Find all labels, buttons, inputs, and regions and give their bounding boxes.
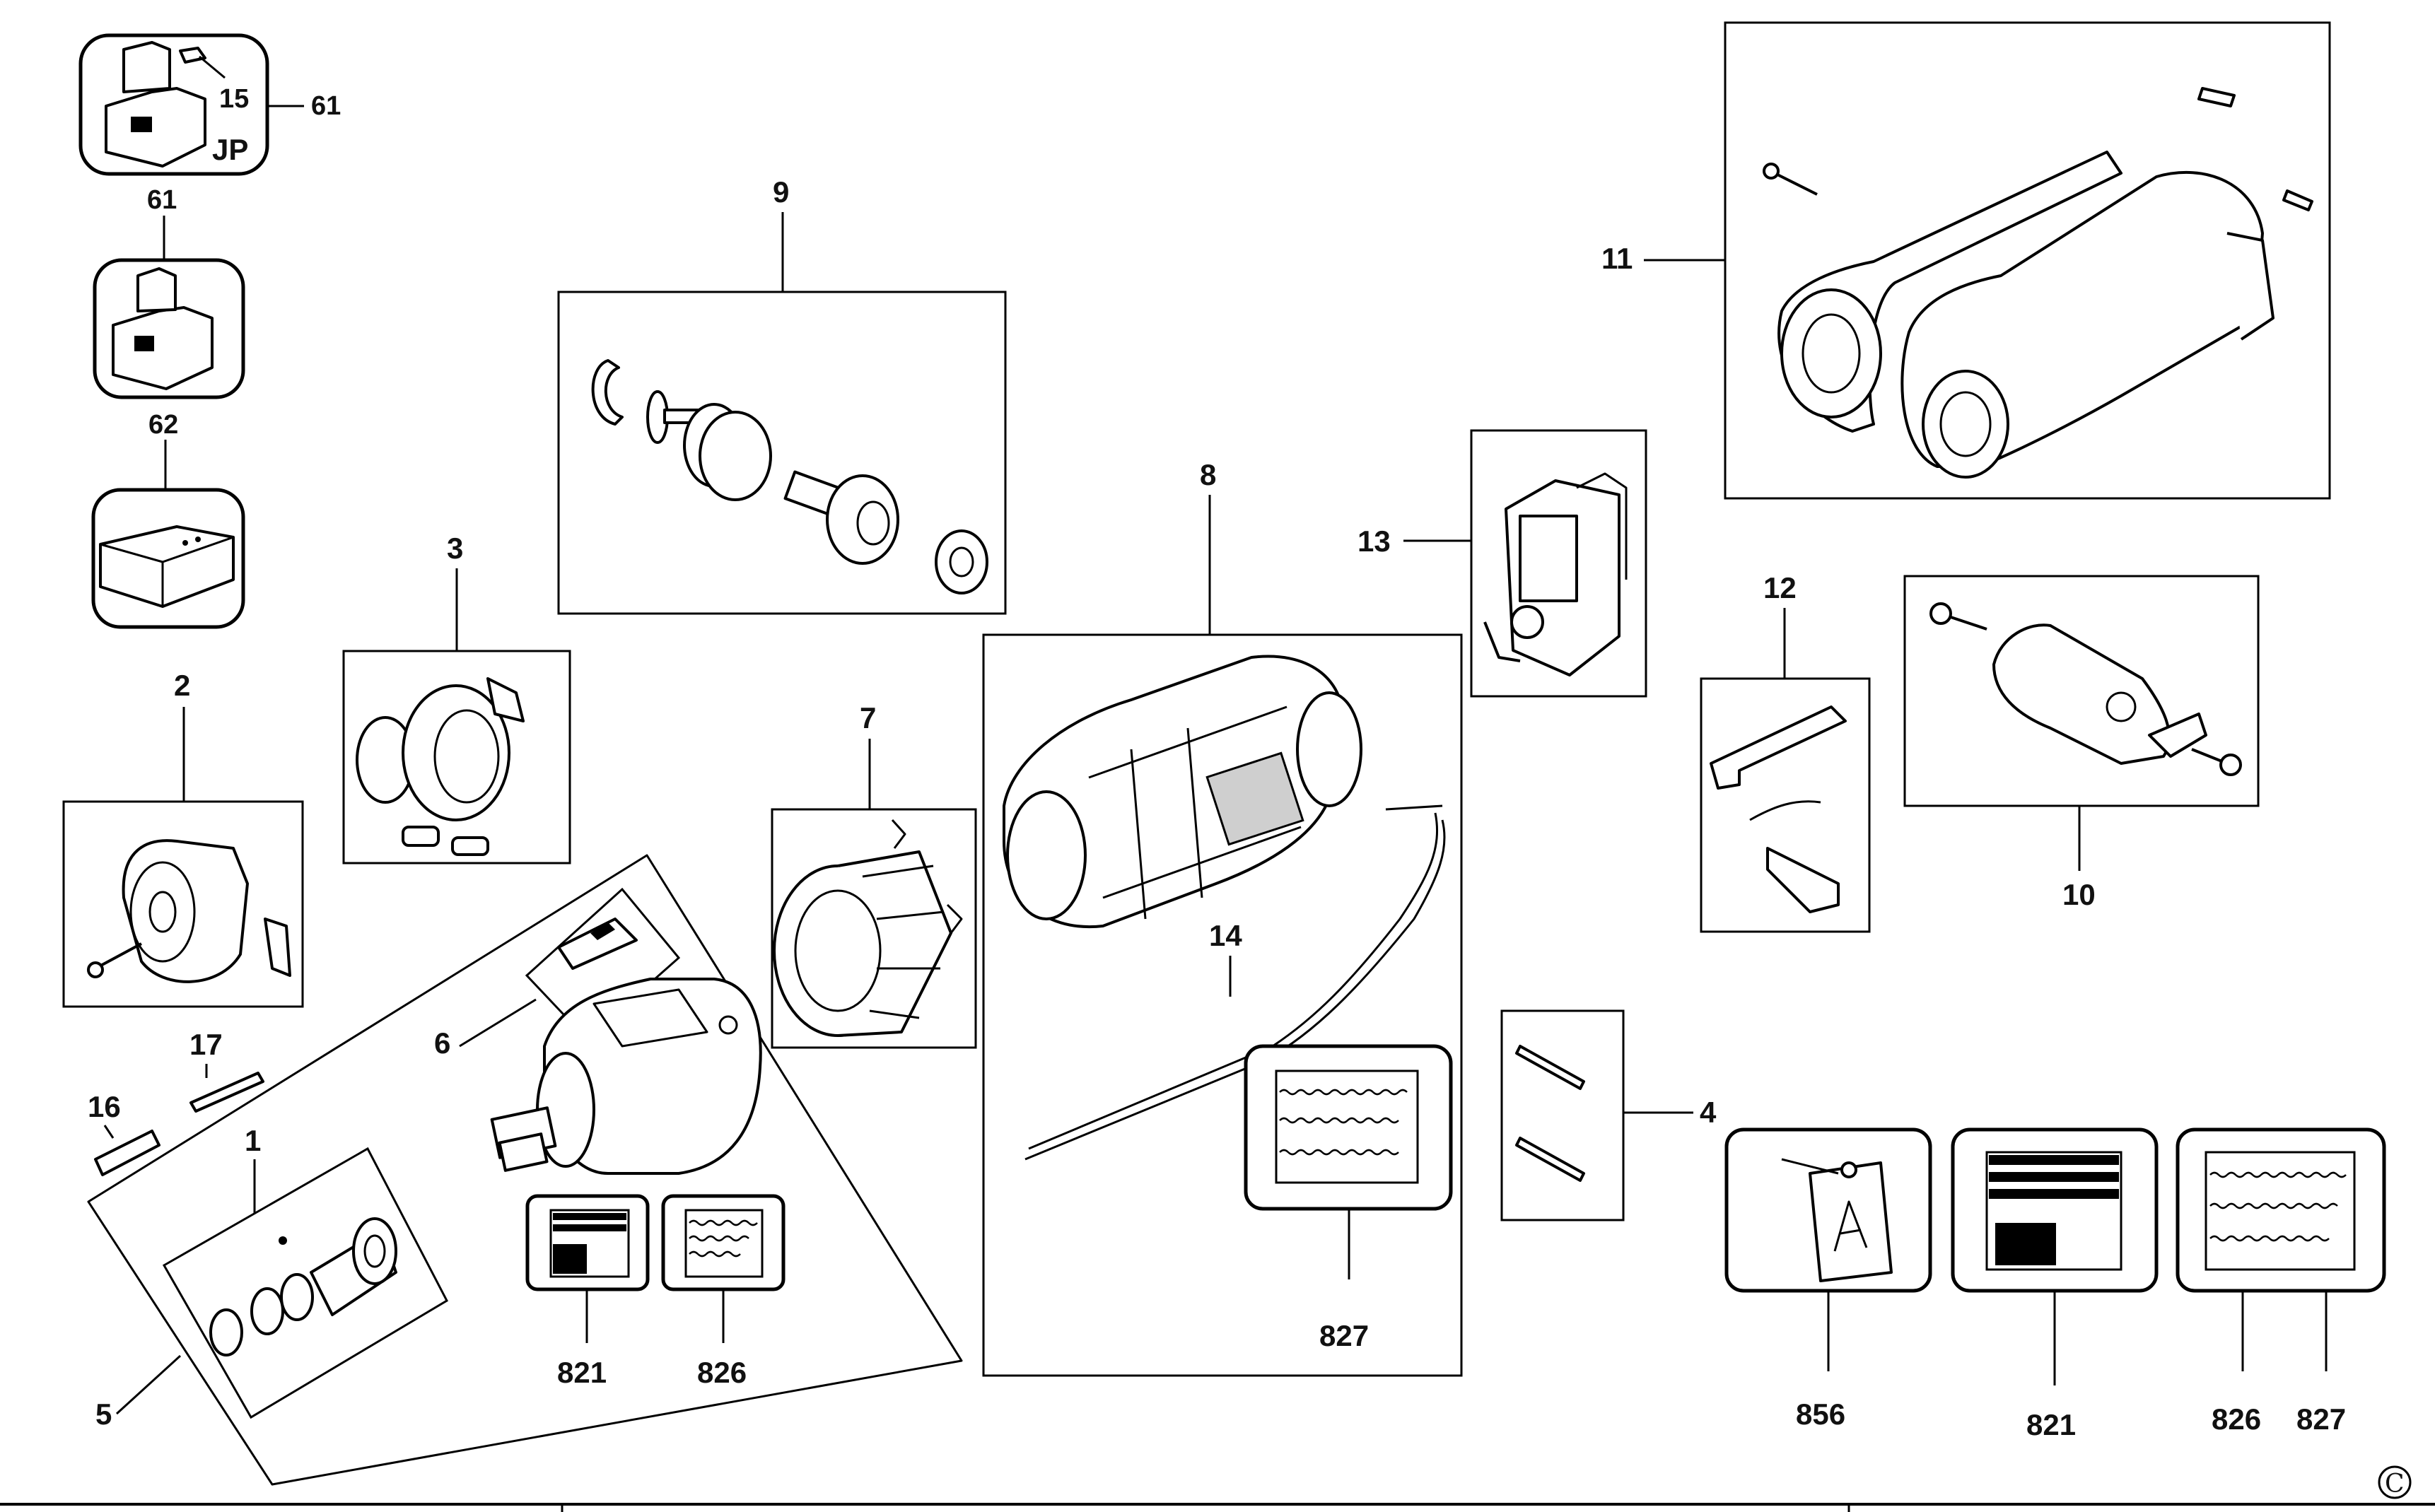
- callout-5: 5: [95, 1397, 112, 1431]
- callout-13: 13: [1357, 524, 1391, 558]
- callout-62: 62: [148, 410, 178, 440]
- callout-14: 14: [1209, 919, 1242, 952]
- callout-16: 16: [88, 1090, 121, 1123]
- callout-9: 9: [773, 175, 789, 209]
- callout-7: 7: [860, 701, 876, 734]
- part-1-clutch-sleeve[interactable]: [162, 1147, 448, 1419]
- callout-4: 4: [1700, 1096, 1717, 1129]
- callout-12: 12: [1763, 571, 1797, 604]
- callout-826-right: 826: [2212, 1402, 2261, 1436]
- callout-3: 3: [447, 532, 463, 565]
- callout-2: 2: [174, 669, 190, 702]
- part-5-assembly-frame[interactable]: [87, 854, 963, 1486]
- callout-821-right: 821: [2026, 1408, 2076, 1441]
- callout-17: 17: [189, 1028, 223, 1061]
- part-61-battery[interactable]: [93, 258, 245, 399]
- callout-61-top: 61: [311, 91, 341, 121]
- label-826-left[interactable]: [661, 1194, 786, 1291]
- callout-827-mid: 827: [1319, 1319, 1369, 1352]
- part-62-charger[interactable]: [91, 488, 245, 629]
- callout-8: 8: [1200, 458, 1216, 491]
- svg-text:C: C: [2385, 1470, 2405, 1499]
- callout-1: 1: [245, 1124, 261, 1157]
- label-827-mid[interactable]: [1244, 1044, 1453, 1211]
- callout-jp: JP: [212, 133, 248, 166]
- callout-15: 15: [219, 84, 249, 114]
- callout-10: 10: [2062, 878, 2096, 911]
- part-14-wire[interactable]: [1024, 804, 1446, 1161]
- callout-11: 11: [1601, 242, 1633, 275]
- label-856[interactable]: [1724, 1127, 1932, 1293]
- callout-826-left: 826: [697, 1356, 747, 1389]
- part-13-switch[interactable]: [1470, 429, 1647, 698]
- callout-856: 856: [1796, 1397, 1845, 1431]
- part-16-bit[interactable]: [94, 1130, 160, 1176]
- gearbox-housing[interactable]: [490, 978, 762, 1175]
- callout-61-mid: 61: [147, 185, 177, 215]
- callout-6: 6: [434, 1026, 450, 1060]
- part-2-gear-housing[interactable]: [62, 800, 304, 1008]
- label-821-left[interactable]: [525, 1194, 650, 1291]
- callout-827-right: 827: [2296, 1402, 2346, 1436]
- label-826-827-right[interactable]: [2176, 1127, 2386, 1293]
- part-12-lock-button[interactable]: [1700, 677, 1871, 933]
- part-61-battery-jp[interactable]: [78, 33, 269, 176]
- part-7-magnet-ring[interactable]: [771, 808, 977, 1049]
- part-8-motor-assembly[interactable]: [982, 633, 1463, 1377]
- copyright-mark: C: [2378, 1465, 2412, 1499]
- part-11-housing[interactable]: [1724, 21, 2331, 500]
- callout-821-left: 821: [557, 1356, 607, 1389]
- label-821-right[interactable]: [1951, 1127, 2159, 1293]
- part-4-pins[interactable]: [1500, 1009, 1625, 1221]
- part-3-ring-gear[interactable]: [342, 650, 571, 865]
- part-10-lever[interactable]: [1903, 575, 2260, 807]
- part-17-bit[interactable]: [189, 1072, 264, 1113]
- part-9-planetary-set[interactable]: [557, 291, 1007, 615]
